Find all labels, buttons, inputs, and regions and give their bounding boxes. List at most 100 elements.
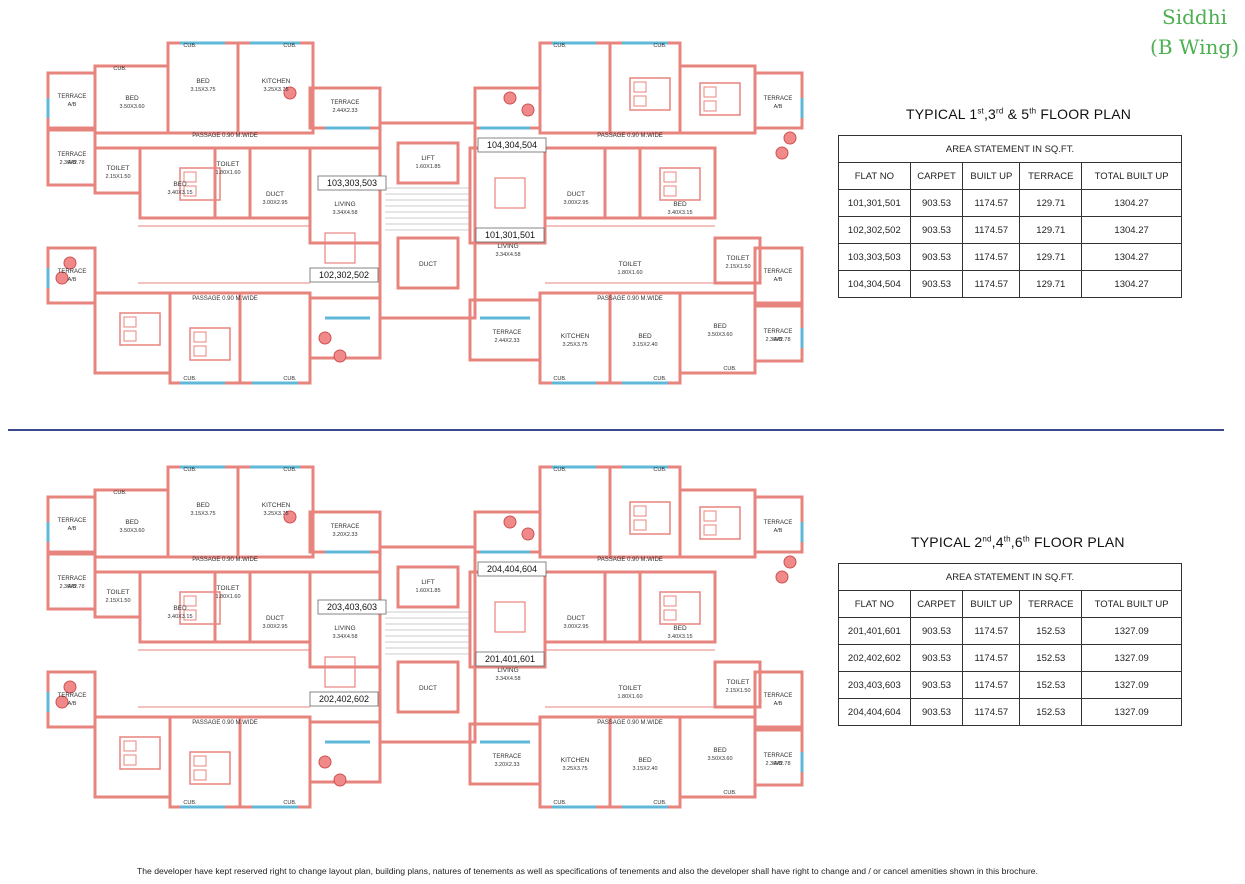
room-size: 3.40X3.15 bbox=[667, 634, 692, 640]
room-terrace-left-low bbox=[46, 246, 97, 305]
room-terrace-right-low bbox=[753, 246, 804, 305]
floor-plan-drawing-top: BED3.15X3.75KITCHEN3.25X3.75BED3.50X3.60… bbox=[46, 41, 804, 385]
room-label: LIVING bbox=[497, 243, 518, 250]
room-terrace-left-top bbox=[46, 71, 97, 130]
terrace-sub: A/B bbox=[774, 104, 783, 110]
room-size: 3.25X3.75 bbox=[263, 511, 288, 517]
flat-number-label: 203,403,603 bbox=[327, 602, 377, 612]
plant-pot bbox=[333, 773, 347, 787]
cub-label: CUB. bbox=[723, 790, 737, 796]
plant-pot bbox=[63, 680, 77, 694]
room-size: 3.40X3.15 bbox=[167, 190, 192, 196]
room-bed-bottom-left bbox=[93, 291, 172, 375]
room-label: KITCHEN bbox=[262, 78, 291, 85]
cub-label: CUB. bbox=[283, 800, 297, 806]
terrace-size: 2.44X2.33 bbox=[332, 108, 357, 114]
pillow bbox=[633, 81, 647, 93]
cub-label: CUB. bbox=[283, 43, 297, 49]
passage-label: PASSAGE 0.90 M.WIDE bbox=[597, 720, 663, 726]
room-label: TOILET bbox=[727, 255, 750, 262]
room-size: 3.15X3.75 bbox=[190, 511, 215, 517]
room-label: LIVING bbox=[497, 667, 518, 674]
cub-label: CUB. bbox=[183, 43, 197, 49]
room-size: 3.00X2.95 bbox=[262, 624, 287, 630]
room-bed-mid-right bbox=[638, 146, 717, 220]
col-carpet: CARPET bbox=[909, 162, 964, 190]
room-toilet-right-b bbox=[713, 236, 762, 285]
room-kitchen-bottom-left bbox=[238, 291, 312, 385]
room-duct-core bbox=[396, 236, 460, 290]
flat-number-label: 204,404,604 bbox=[487, 564, 537, 574]
cub-label: CUB. bbox=[553, 467, 567, 473]
room-label: BED bbox=[638, 757, 652, 764]
flat-number-label: 104,304,504 bbox=[487, 140, 537, 150]
room-terrace-bottom-left bbox=[308, 296, 382, 360]
plant-pot bbox=[783, 555, 797, 569]
cub-label: CUB. bbox=[653, 43, 667, 49]
room-bed-right bbox=[678, 488, 757, 559]
flat-number-box bbox=[475, 227, 545, 243]
room-label: LIVING bbox=[334, 625, 355, 632]
room-label: KITCHEN bbox=[561, 333, 590, 340]
room-size: 2.15X1.50 bbox=[725, 688, 750, 694]
terrace-size: 2.30X2.78 bbox=[765, 337, 790, 343]
room-terrace-bottom-left bbox=[308, 720, 382, 784]
terrace-label: TERRACE bbox=[331, 100, 360, 106]
pillow bbox=[633, 95, 647, 107]
room-size: 2.15X1.50 bbox=[105, 598, 130, 604]
room-size: 3.34X4.58 bbox=[495, 252, 520, 258]
area-table-caption: AREA STATEMENT IN SQ.FT. bbox=[838, 563, 1182, 591]
flat-number-box bbox=[317, 599, 387, 615]
room-toilet-left-b bbox=[93, 146, 142, 195]
terrace-sub: A/B bbox=[774, 528, 783, 534]
pillow bbox=[703, 510, 717, 522]
cub-label: CUB. bbox=[723, 366, 737, 372]
room-stair-core bbox=[378, 545, 477, 744]
terrace-sub: A/B bbox=[774, 337, 783, 343]
room-bed-top-right bbox=[538, 465, 612, 559]
cub-label: CUB. bbox=[653, 800, 667, 806]
room-bed-top-right bbox=[538, 41, 612, 135]
terrace-label: TERRACE bbox=[58, 693, 87, 699]
cub-label: CUB. bbox=[183, 800, 197, 806]
pillow bbox=[183, 609, 197, 621]
flat-number-box bbox=[309, 691, 379, 707]
pillow bbox=[193, 345, 207, 357]
room-label: DUCT bbox=[266, 191, 284, 198]
col-built-up: BUILT UP bbox=[962, 162, 1021, 190]
col-flat-no: FLAT NO bbox=[838, 162, 911, 190]
room-label: TOILET bbox=[727, 679, 750, 686]
disclaimer-footer: The developer have kept reserved right t… bbox=[137, 866, 1038, 876]
room-size: 3.00X2.95 bbox=[563, 200, 588, 206]
room-bed-right bbox=[678, 64, 757, 135]
terrace-label: TERRACE bbox=[493, 330, 522, 336]
pillow bbox=[633, 505, 647, 517]
area-table-top: AREA STATEMENT IN SQ.FT. FLAT NO CARPET … bbox=[838, 135, 1182, 298]
brand-name: Siddhi bbox=[1162, 5, 1228, 29]
room-duct-left bbox=[248, 146, 312, 220]
room-label: DUCT bbox=[266, 615, 284, 622]
room-label: LIFT bbox=[421, 579, 434, 586]
flat-number-box bbox=[309, 267, 379, 283]
col-terrace: TERRACE bbox=[1019, 590, 1083, 618]
terrace-size: 2.30X2.78 bbox=[765, 761, 790, 767]
room-label: BED bbox=[173, 181, 187, 188]
terrace-label: TERRACE bbox=[58, 94, 87, 100]
room-size: 3.34X4.58 bbox=[332, 634, 357, 640]
terrace-size: 2.44X2.33 bbox=[494, 338, 519, 344]
plan-heading-top: TYPICAL 1st,3rd & 5th FLOOR PLAN bbox=[906, 106, 1132, 122]
room-terrace-left-top bbox=[46, 495, 97, 554]
bed-furniture bbox=[699, 82, 741, 116]
sofa-set bbox=[324, 232, 356, 264]
room-size: 3.34X4.58 bbox=[332, 210, 357, 216]
room-label: TOILET bbox=[107, 165, 130, 172]
terrace-label: TERRACE bbox=[764, 329, 793, 335]
brand-wing: (B Wing) bbox=[1150, 35, 1239, 59]
pillow bbox=[663, 185, 677, 197]
pillow bbox=[193, 331, 207, 343]
room-size: 3.00X2.95 bbox=[563, 624, 588, 630]
flat-number-label: 101,301,501 bbox=[485, 230, 535, 240]
bed-furniture bbox=[699, 506, 741, 540]
